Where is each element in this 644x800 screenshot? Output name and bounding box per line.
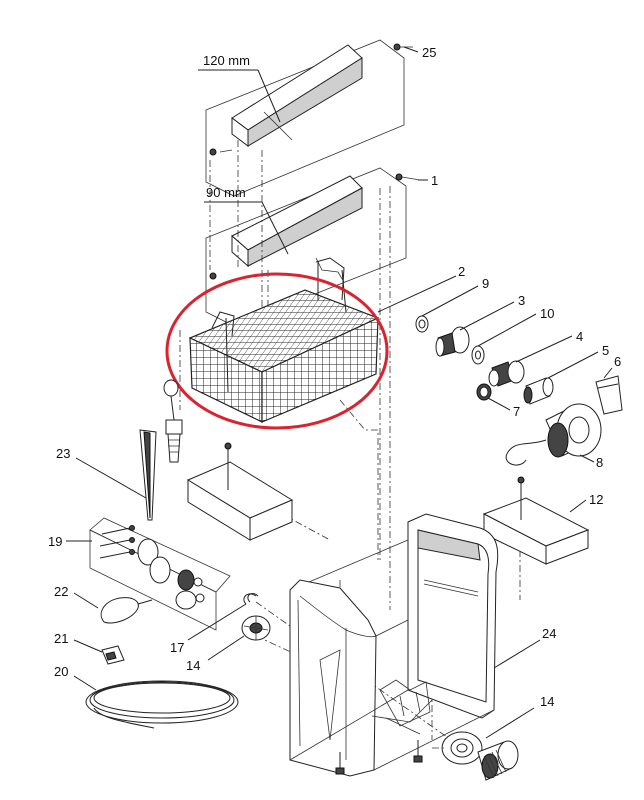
callout-label-17: 17 xyxy=(170,640,184,655)
callout-12: 12 xyxy=(569,492,603,513)
callout-label-12: 12 xyxy=(589,492,603,507)
foam-block-left xyxy=(186,442,294,541)
dimension-120mm: 120 mm xyxy=(198,53,281,123)
callout-20: 20 xyxy=(54,664,97,691)
callout-label-14-right: 14 xyxy=(540,694,554,709)
electrical-kit xyxy=(89,517,231,631)
dimension-label-90mm: 90 mm xyxy=(206,185,246,200)
callout-label-22: 22 xyxy=(54,584,68,599)
callout-label-19: 19 xyxy=(48,534,62,549)
callout-label-6: 6 xyxy=(614,354,621,369)
callout-label-7: 7 xyxy=(513,404,520,419)
dimension-label-120mm: 120 mm xyxy=(203,53,250,68)
part-17-ring xyxy=(243,593,259,605)
callout-25: 25 xyxy=(403,45,436,60)
callout-2: 2 xyxy=(377,264,465,313)
callout-label-23: 23 xyxy=(56,446,70,461)
pump-callouts: 9 3 10 4 5 6 7 8 xyxy=(421,276,621,470)
callout-label-24: 24 xyxy=(542,626,556,641)
callout-14-right: 14 xyxy=(485,694,554,739)
part-8-pump xyxy=(505,403,602,466)
callout-21: 21 xyxy=(54,631,103,653)
callout-label-3: 3 xyxy=(518,293,525,308)
callout-label-25: 25 xyxy=(422,45,436,60)
pump-assembly xyxy=(415,315,623,466)
callout-label-2: 2 xyxy=(458,264,465,279)
callout-label-8: 8 xyxy=(596,455,603,470)
callout-label-14-left: 14 xyxy=(186,658,200,673)
basket-highlight-ring xyxy=(165,272,389,430)
part-14-outlet-fitting xyxy=(432,731,519,781)
part-4-adapter xyxy=(488,360,525,387)
callout-label-1: 1 xyxy=(431,173,438,188)
callout-label-21: 21 xyxy=(54,631,68,646)
part-7-ring xyxy=(476,383,492,401)
part-5-coupler xyxy=(523,377,554,405)
callout-14-left: 14 xyxy=(186,635,245,673)
part-6-cover xyxy=(595,375,623,415)
callout-22: 22 xyxy=(54,584,99,609)
middle-shelf xyxy=(205,167,421,327)
callout-label-4: 4 xyxy=(576,329,583,344)
cable-loop xyxy=(100,597,153,624)
part-10-washer xyxy=(471,345,485,365)
ground-spike xyxy=(139,429,157,521)
cable-clip xyxy=(101,645,125,665)
callout-label-20: 20 xyxy=(54,664,68,679)
callout-19: 19 xyxy=(48,534,92,549)
callout-label-10: 10 xyxy=(540,306,554,321)
callout-1: 1 xyxy=(418,173,438,188)
cable-coil xyxy=(85,680,239,729)
foam-block-right xyxy=(482,476,590,565)
part-3-fitting xyxy=(435,326,470,357)
basket xyxy=(188,257,380,423)
part-14-flange-left xyxy=(241,615,271,641)
callout-17: 17 xyxy=(170,603,247,655)
callout-label-9: 9 xyxy=(482,276,489,291)
callout-24: 24 xyxy=(493,626,556,669)
hook-connector xyxy=(163,379,183,463)
housing-case xyxy=(289,513,499,777)
callout-label-5: 5 xyxy=(602,343,609,358)
callout-23: 23 xyxy=(56,446,147,499)
top-shelf xyxy=(205,39,413,197)
dimension-90mm: 90 mm xyxy=(204,185,289,255)
